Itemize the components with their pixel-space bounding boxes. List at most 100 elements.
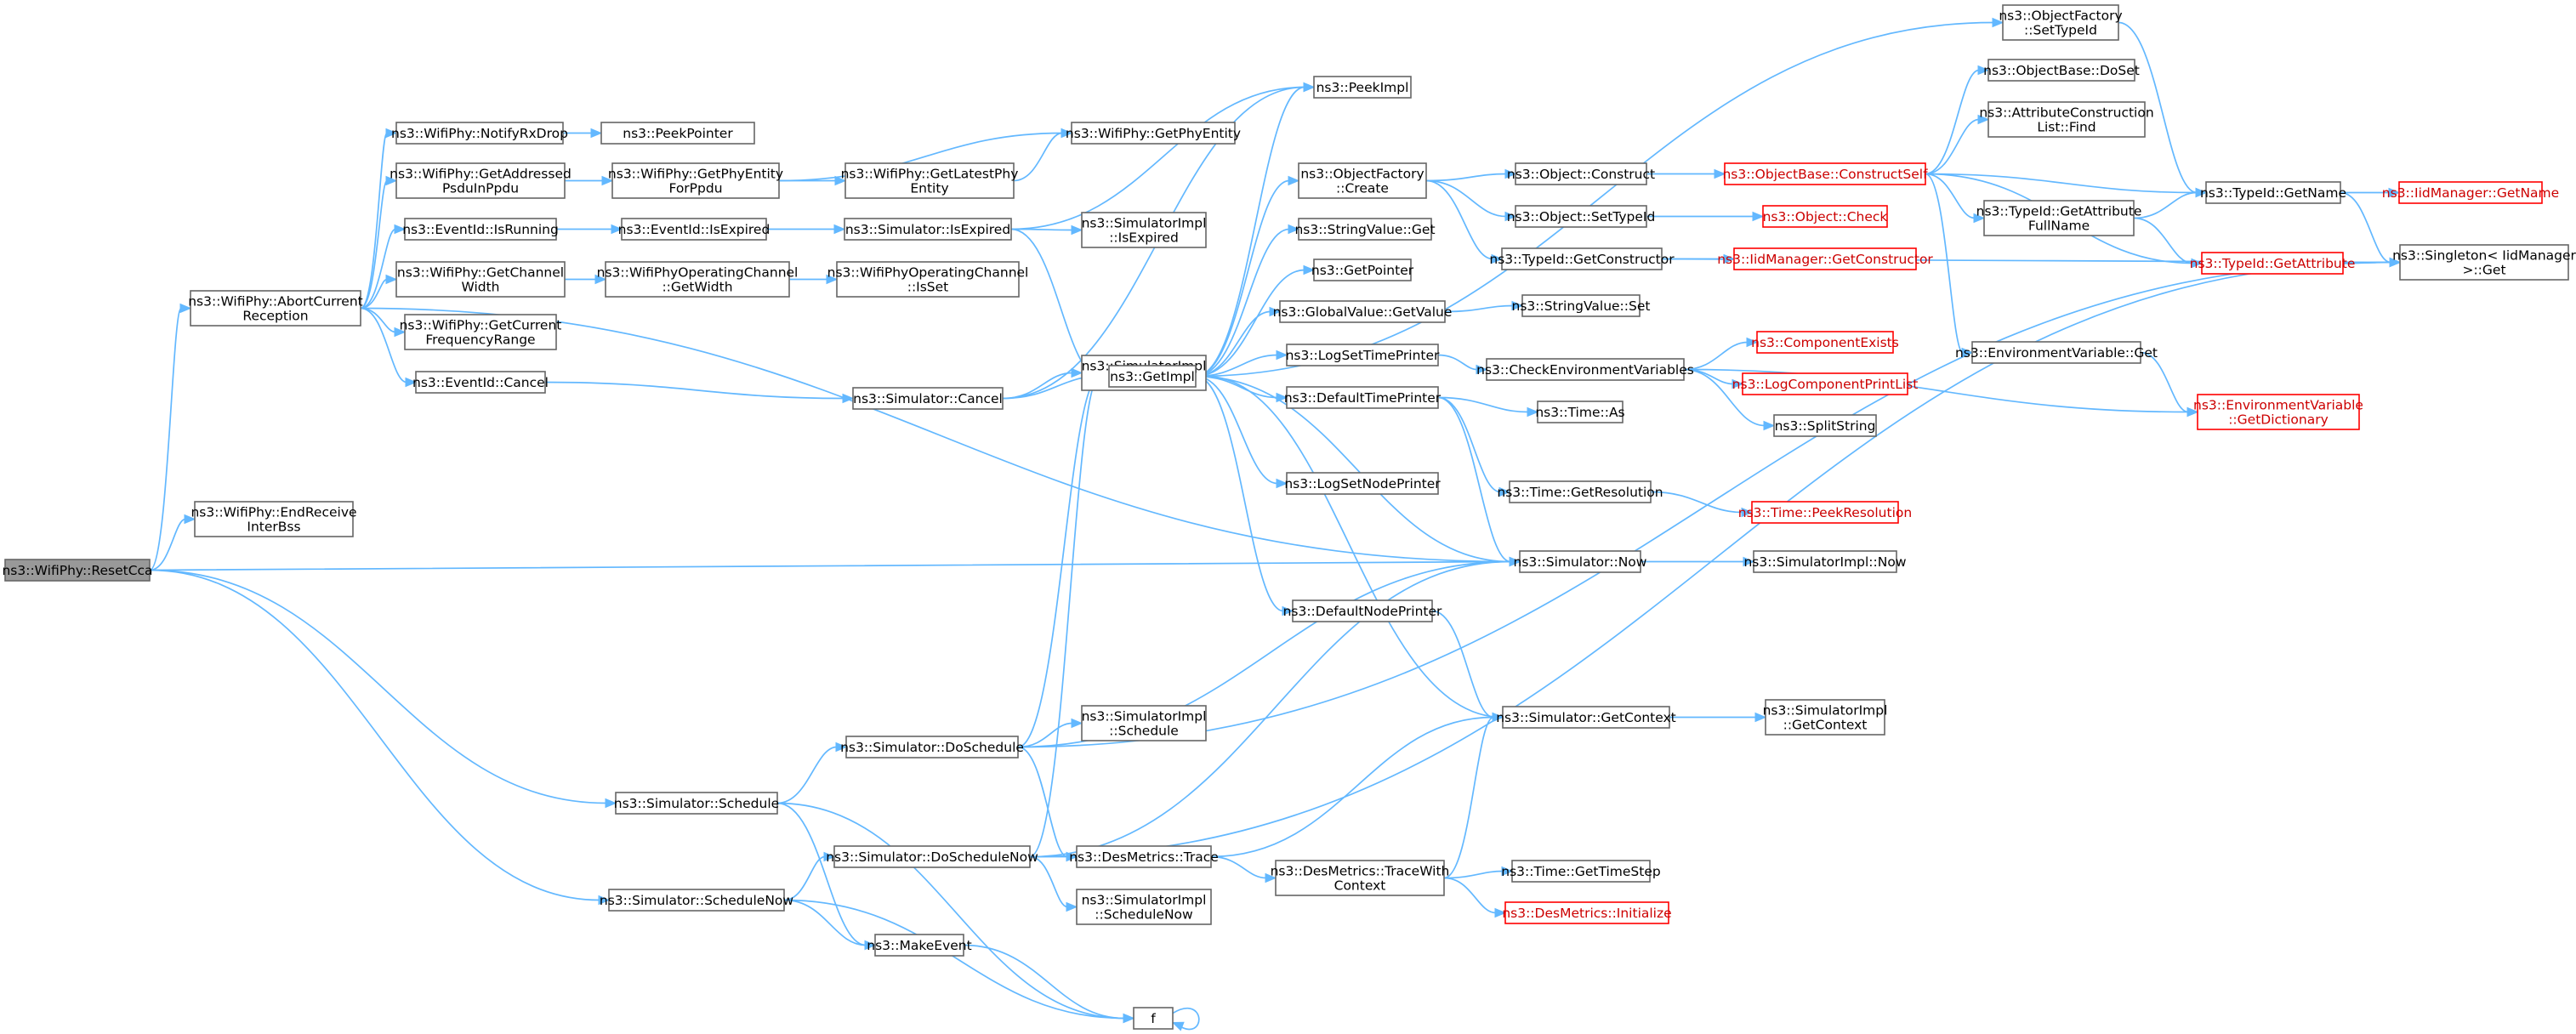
node-label: ns3::WifiPhyOperatingChannel xyxy=(597,265,799,281)
node-iidgetname[interactable]: ns3::IidManager::GetName xyxy=(2382,181,2559,204)
node-box xyxy=(2205,181,2341,204)
node-box xyxy=(1751,501,1899,524)
node-doschednow[interactable]: ns3::Simulator::DoScheduleNow xyxy=(826,845,1038,868)
node-lognode[interactable]: ns3::LogSetNodePrinter xyxy=(1284,472,1441,495)
node-label: Entity xyxy=(910,181,948,196)
node-logcomplist[interactable]: ns3::LogComponentPrintList xyxy=(1732,372,1919,395)
node-singleton[interactable]: ns3::Singleton< IidManager >::Get xyxy=(2392,244,2576,281)
node-label: ns3::SplitString xyxy=(1775,418,1876,434)
node-timegetres[interactable]: ns3::Time::GetResolution xyxy=(1497,480,1663,503)
node-evexpired[interactable]: ns3::EventId::IsExpired xyxy=(618,218,771,241)
node-obdoset[interactable]: ns3::ObjectBase::DoSet xyxy=(1983,59,2140,82)
edge-line xyxy=(1195,375,1284,612)
node-objconstruct[interactable]: ns3::Object::Construct xyxy=(1507,162,1655,185)
node-schednow[interactable]: ns3::Simulator::ScheduleNow xyxy=(600,889,793,912)
node-f[interactable]: f xyxy=(1133,1007,1174,1030)
edge-arrowhead xyxy=(405,377,418,388)
edge-abort-to-getaddr xyxy=(360,175,398,310)
edge-line xyxy=(1425,179,1493,260)
edge-arrowhead xyxy=(2388,187,2401,198)
node-simgetctx[interactable]: ns3::Simulator::GetContext xyxy=(1496,706,1676,729)
node-getphyent[interactable]: ns3::WifiPhy::GetPhyEntity xyxy=(1066,122,1241,145)
node-checkenv[interactable]: ns3::CheckEnvironmentVariables xyxy=(1476,358,1694,381)
node-evrunning[interactable]: ns3::EventId::IsRunning xyxy=(402,218,559,241)
node-box xyxy=(833,845,1031,868)
node-box xyxy=(1724,162,1926,185)
node-strset[interactable]: ns3::StringValue::Set xyxy=(1512,294,1651,317)
node-tidgetname[interactable]: ns3::TypeId::GetName xyxy=(2200,181,2346,204)
edge-arrowhead xyxy=(1763,420,1776,431)
node-envget[interactable]: ns3::EnvironmentVariable::Get xyxy=(1955,341,2158,364)
node-simimplexp[interactable]: ns3::SimulatorImpl::IsExpired xyxy=(1081,212,1207,248)
node-desinit[interactable]: ns3::DesMetrics::Initialize xyxy=(1502,901,1672,924)
edge-arrowhead xyxy=(1265,872,1277,883)
node-ofcreate[interactable]: ns3::ObjectFactory::Create xyxy=(1298,162,1427,199)
node-peekptr[interactable]: ns3::PeekPointer xyxy=(600,122,755,145)
edge-doschednow-to-simnow xyxy=(1029,556,1521,858)
node-splitstr[interactable]: ns3::SplitString xyxy=(1773,414,1877,437)
node-tidgetattr[interactable]: ns3::TypeId::GetAttribute xyxy=(2190,252,2356,275)
node-compexists[interactable]: ns3::ComponentExists xyxy=(1751,331,1899,354)
edge-getimpl-to-gvget xyxy=(1195,306,1282,378)
node-box xyxy=(1292,599,1433,622)
node-peekres[interactable]: ns3::Time::PeekResolution xyxy=(1738,501,1912,524)
edge-line xyxy=(149,518,186,571)
node-objcheck[interactable]: ns3::Object::Check xyxy=(1762,205,1888,228)
node-label: Reception xyxy=(242,309,308,324)
node-strget[interactable]: ns3::StringValue::Get xyxy=(1294,218,1436,241)
node-gvget[interactable]: ns3::GlobalValue::GetValue xyxy=(1273,300,1453,323)
edge-arrowhead xyxy=(385,175,398,186)
edge-line xyxy=(1437,396,1511,563)
node-getptr[interactable]: ns3::GetPointer xyxy=(1311,258,1414,281)
edge-arrowhead xyxy=(1977,114,1990,125)
node-implnow[interactable]: ns3::SimulatorImpl::Now xyxy=(1743,550,1907,573)
node-peekimpl[interactable]: ns3::PeekImpl xyxy=(1313,76,1412,99)
node-simexpired[interactable]: ns3::Simulator::IsExpired xyxy=(844,218,1012,241)
node-getimpl[interactable]: ns3::GetImpl xyxy=(1108,365,1197,388)
node-simcancel[interactable]: ns3::Simulator::Cancel xyxy=(852,387,1004,410)
edge-destrace-to-simgetctx xyxy=(1210,712,1504,858)
node-logtime[interactable]: ns3::LogSetTimePrinter xyxy=(1286,344,1440,366)
node-opcisset[interactable]: ns3::WifiPhyOperatingChannel::IsSet xyxy=(827,261,1029,298)
edge-arrowhead xyxy=(1732,378,1744,389)
node-box xyxy=(2002,4,2119,41)
node-implschednow[interactable]: ns3::SimulatorImpl::ScheduleNow xyxy=(1076,889,1212,925)
edge-resetcca-to-simnow xyxy=(149,556,1521,571)
node-destrace[interactable]: ns3::DesMetrics::Trace xyxy=(1069,845,1219,868)
node-doschedule[interactable]: ns3::Simulator::DoSchedule xyxy=(840,736,1024,758)
node-makeevent[interactable]: ns3::MakeEvent xyxy=(867,934,972,957)
node-timeas[interactable]: ns3::Time::As xyxy=(1535,401,1625,423)
node-sched[interactable]: ns3::Simulator::Schedule xyxy=(614,792,779,815)
node-envgetdict[interactable]: ns3::EnvironmentVariable::GetDictionary xyxy=(2193,394,2363,430)
edge-doschednow-to-implschednow xyxy=(1029,855,1078,912)
node-iidgetctor[interactable]: ns3::IidManager::GetConstructor xyxy=(1717,247,1933,270)
node-label: ::Schedule xyxy=(1109,724,1179,739)
node-obconstructself[interactable]: ns3::ObjectBase::ConstructSelf xyxy=(1722,162,1928,185)
node-implgetctx[interactable]: ns3::SimulatorImpl::GetContext xyxy=(1763,699,1888,736)
node-notifyrx[interactable]: ns3::WifiPhy::NotifyRxDrop xyxy=(391,122,568,145)
node-evcancel[interactable]: ns3::EventId::Cancel xyxy=(412,371,549,394)
edge-line xyxy=(1444,304,1514,313)
node-deftime[interactable]: ns3::DefaultTimePrinter xyxy=(1284,386,1442,409)
node-defnode[interactable]: ns3::DefaultNodePrinter xyxy=(1283,599,1442,622)
node-box xyxy=(621,218,767,241)
node-ofsettid[interactable]: ns3::ObjectFactory::SetTypeId xyxy=(1999,4,2123,41)
node-simnow[interactable]: ns3::Simulator::Now xyxy=(1514,550,1647,573)
edge-getimpl-to-strget xyxy=(1195,224,1300,378)
node-implsched[interactable]: ns3::SimulatorImpl::Schedule xyxy=(1081,705,1207,741)
node-timegetstep[interactable]: ns3::Time::GetTimeStep xyxy=(1501,860,1661,883)
node-tidgetctor[interactable]: ns3::TypeId::GetConstructor xyxy=(1489,247,1675,270)
node-opchw[interactable]: ns3::WifiPhyOperatingChannel::GetWidth xyxy=(597,261,799,298)
node-objsettid[interactable]: ns3::Object::SetTypeId xyxy=(1507,205,1656,228)
node-box xyxy=(1286,472,1439,495)
